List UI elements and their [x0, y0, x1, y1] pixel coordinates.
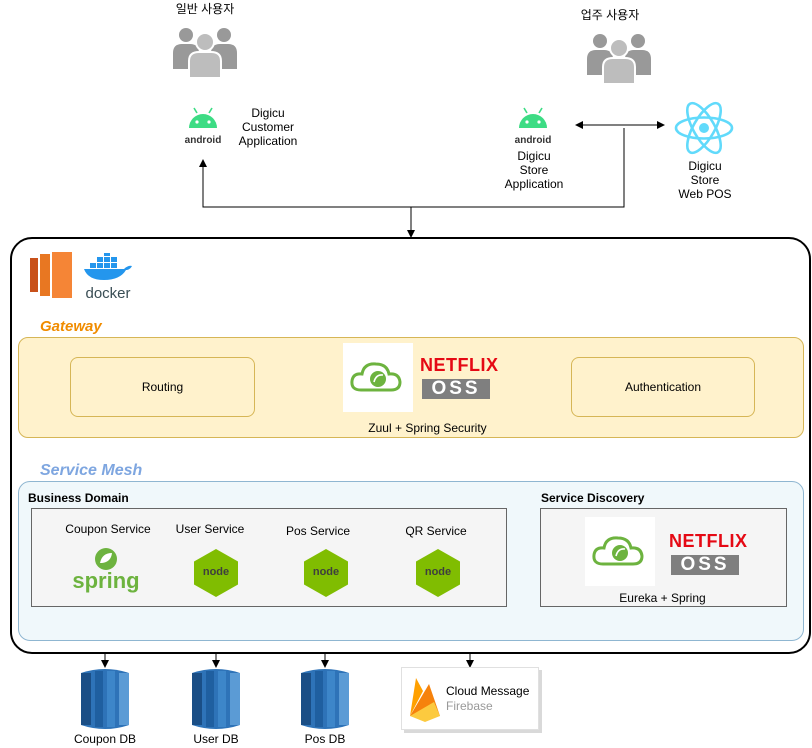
oss-wordmark: OSS — [671, 555, 739, 575]
users-icon — [587, 34, 651, 85]
oss-wordmark: OSS — [422, 379, 490, 399]
database-icon — [301, 669, 349, 729]
node-hexagon-icon — [416, 549, 460, 597]
node-hexagon-icon — [194, 549, 238, 597]
server-instance-icon — [30, 252, 72, 298]
firebase-label: Firebase — [446, 699, 493, 713]
service-discovery-panel — [540, 508, 787, 607]
netflix-oss-logo: NETFLIX OSS — [669, 531, 748, 577]
routing-label: Routing — [141, 380, 184, 394]
gateway-caption: Zuul + Spring Security — [368, 421, 487, 435]
nodejs-logo: node — [303, 548, 349, 598]
authentication-box: Authentication — [571, 357, 755, 417]
service-label: QR Service — [405, 524, 467, 538]
spring-cloud-tile — [585, 517, 655, 586]
android-wordmark: android — [184, 135, 222, 146]
docker-logo: docker — [80, 251, 136, 302]
docker-whale-icon — [84, 251, 132, 280]
nodejs-logo: node — [193, 548, 239, 598]
service-label: User Service — [175, 522, 245, 536]
general-user-group: 일반 사용자 — [150, 2, 260, 16]
spring-logo: spring — [72, 547, 140, 595]
users-icon — [173, 28, 237, 79]
node-hexagon-icon — [304, 549, 348, 597]
authentication-label: Authentication — [624, 380, 702, 394]
android-logo: android — [181, 106, 225, 146]
android-wordmark: android — [514, 135, 552, 146]
android-icon — [189, 107, 217, 128]
business-domain-title: Business Domain — [28, 491, 129, 505]
business-user-label: 업주 사용자 — [580, 8, 640, 22]
node-wordmark: node — [202, 566, 230, 578]
spring-leaf-icon — [95, 548, 117, 570]
android-icon — [519, 107, 547, 128]
spring-cloud-tile — [343, 343, 413, 412]
customer-app-connector — [199, 159, 411, 208]
general-user-label: 일반 사용자 — [175, 2, 235, 16]
database-icon — [81, 669, 129, 729]
node-wordmark: node — [424, 566, 452, 578]
customer-app-label: Digicu Customer Application — [238, 106, 298, 148]
db-label: User DB — [193, 732, 239, 746]
service-mesh-title: Service Mesh — [40, 462, 143, 479]
spring-cloud-icon — [350, 362, 402, 392]
node-wordmark: node — [312, 566, 340, 578]
netflix-wordmark: NETFLIX — [669, 531, 748, 551]
web-pos-connector — [407, 128, 625, 238]
service-label: Coupon Service — [65, 522, 151, 536]
docker-wordmark: docker — [85, 285, 131, 302]
spring-wordmark: spring — [72, 568, 140, 593]
spring-cloud-icon — [592, 536, 644, 566]
service-label: Pos Service — [285, 524, 351, 538]
db-label: Coupon DB — [73, 732, 137, 746]
database-icon — [192, 669, 240, 729]
web-pos-label: Digicu Store Web POS — [678, 159, 732, 201]
routing-box: Routing — [70, 357, 255, 417]
db-label: Pos DB — [304, 732, 346, 746]
react-icon — [674, 101, 734, 155]
store-app-label: Digicu Store Application — [504, 149, 564, 191]
discovery-caption: Eureka + Spring — [619, 591, 706, 605]
firebase-flame-icon — [410, 678, 440, 722]
firebase-card: Cloud Message Firebase — [401, 667, 539, 730]
netflix-oss-logo: NETFLIX OSS — [420, 355, 499, 401]
netflix-wordmark: NETFLIX — [420, 355, 499, 375]
gateway-title: Gateway — [40, 318, 102, 335]
nodejs-logo: node — [415, 548, 461, 598]
business-user-group: 업주 사용자 — [555, 8, 665, 22]
cloud-message-label: Cloud Message — [446, 684, 530, 698]
android-logo: android — [511, 106, 555, 146]
service-discovery-title: Service Discovery — [541, 491, 645, 505]
